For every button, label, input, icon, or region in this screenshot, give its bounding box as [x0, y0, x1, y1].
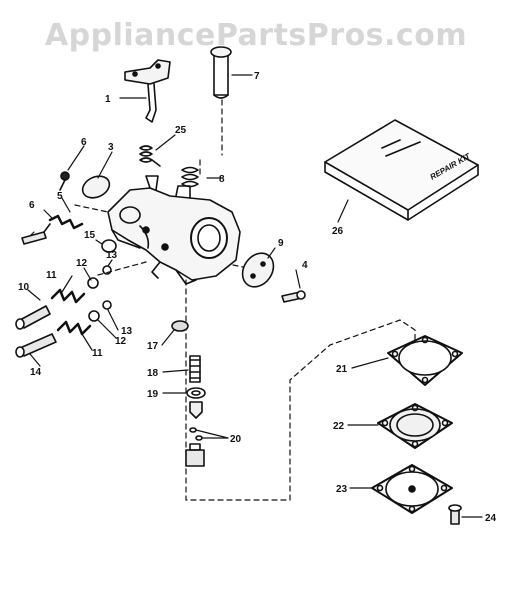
callout-20: 20	[230, 434, 242, 445]
part-needle-18	[189, 355, 201, 383]
callout-10: 10	[18, 282, 30, 293]
part-mixture-screws	[15, 305, 57, 358]
callout-11b: 11	[92, 348, 103, 359]
part-washers	[87, 265, 112, 322]
part-screw-4	[281, 290, 306, 303]
part-plug-17	[171, 320, 189, 332]
part-choke-shaft	[210, 46, 232, 99]
callout-25: 25	[175, 125, 187, 136]
callout-11a: 11	[46, 270, 57, 281]
callout-19: 19	[147, 389, 159, 400]
part-gasket-21	[387, 335, 463, 386]
callout-6: 6	[81, 137, 87, 148]
part-washer-19	[186, 387, 206, 399]
callout-15: 15	[84, 230, 96, 241]
callout-14: 14	[30, 367, 42, 378]
part-gasket-23	[371, 464, 453, 514]
callout-24: 24	[485, 513, 497, 524]
callout-23: 23	[336, 484, 348, 495]
callout-6b: 6	[29, 200, 35, 211]
callout-17: 17	[147, 341, 159, 352]
callout-12a: 12	[76, 258, 88, 269]
callout-12b: 12	[115, 336, 127, 347]
callout-3: 3	[108, 142, 114, 153]
callout-5: 5	[57, 191, 63, 202]
part-gasket-22	[377, 403, 453, 449]
part-spring-5	[48, 214, 84, 230]
callout-13b: 13	[121, 326, 133, 337]
callout-9: 9	[278, 238, 284, 249]
callout-21: 21	[336, 364, 348, 375]
callout-8: 8	[219, 174, 225, 185]
part-spring-8	[181, 166, 199, 188]
part-repair-kit	[324, 119, 479, 221]
part-inlet-needle-20	[185, 401, 205, 467]
leader-lines	[27, 74, 483, 518]
callout-7: 7	[254, 71, 260, 82]
part-springs-11	[50, 288, 92, 336]
callout-4: 4	[302, 260, 308, 271]
part-plate-9	[241, 252, 275, 288]
part-screw-24	[448, 504, 462, 525]
part-spring-25	[139, 145, 161, 167]
part-carburetor-body	[107, 175, 241, 285]
callout-13a: 13	[106, 250, 118, 261]
part-idle-screw	[21, 223, 51, 245]
part-throttle-plate	[81, 175, 111, 199]
part-seal-15	[101, 239, 117, 253]
callout-22: 22	[333, 421, 345, 432]
callout-26: 26	[332, 226, 344, 237]
part-throttle-lever	[124, 59, 171, 123]
watermark: AppliancePartsPros.com	[44, 18, 468, 53]
callout-18: 18	[147, 368, 159, 379]
part-screw-6	[59, 171, 70, 191]
callout-1: 1	[105, 94, 111, 105]
callout-labels: 1 7 25 3 6 8 5 6 15 13 12 11 10 13 12 11…	[18, 71, 497, 524]
